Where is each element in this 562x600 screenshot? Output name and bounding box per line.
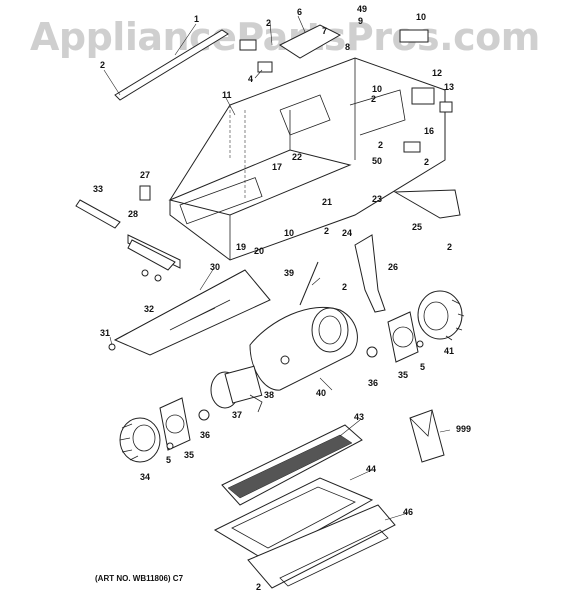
- callout-5: 5: [166, 455, 171, 465]
- callout-9: 9: [358, 16, 363, 26]
- callout-22: 22: [292, 152, 302, 162]
- callout-27: 27: [140, 170, 150, 180]
- left-small-parts: [75, 185, 181, 282]
- callout-43: 43: [354, 412, 364, 422]
- callout-37: 37: [232, 410, 242, 420]
- callout-39: 39: [284, 268, 294, 278]
- blower-wheel-left: [119, 417, 161, 463]
- callout-13: 13: [444, 82, 454, 92]
- scroll-plate-left: [159, 397, 191, 451]
- callout-10: 10: [416, 12, 426, 22]
- callout-1: 1: [194, 14, 199, 24]
- callout-20: 20: [254, 246, 264, 256]
- callout-44: 44: [366, 464, 376, 474]
- rod: [299, 261, 319, 306]
- callout-32: 32: [144, 304, 154, 314]
- callout-2: 2: [100, 60, 105, 70]
- callout-11: 11: [222, 90, 232, 100]
- leader-lines: [103, 15, 451, 521]
- grommet-left: [198, 409, 210, 421]
- callout-49: 49: [357, 4, 367, 14]
- glass-panel: [113, 269, 271, 356]
- callout-2: 2: [324, 226, 329, 236]
- bottom-frame: [213, 477, 374, 561]
- watermark-text: AppliancePartsPros.com: [30, 15, 540, 59]
- callout-31: 31: [100, 328, 110, 338]
- callout-999: 999: [456, 424, 471, 434]
- callout-10: 10: [284, 228, 294, 238]
- callout-2: 2: [371, 94, 376, 104]
- callout-46: 46: [403, 507, 413, 517]
- scroll-plate-right: [387, 311, 424, 363]
- callout-2: 2: [256, 582, 261, 592]
- callout-33: 33: [93, 184, 103, 194]
- callout-21: 21: [322, 197, 332, 207]
- callout-10: 10: [372, 84, 382, 94]
- callout-40: 40: [316, 388, 326, 398]
- callout-2: 2: [424, 157, 429, 167]
- callout-19: 19: [236, 242, 246, 252]
- side-bracket: [354, 234, 386, 313]
- callout-24: 24: [342, 228, 352, 238]
- callout-2: 2: [447, 242, 452, 252]
- callout-8: 8: [345, 42, 350, 52]
- callout-4: 4: [248, 74, 253, 84]
- callout-36: 36: [368, 378, 378, 388]
- callout-35: 35: [184, 450, 194, 460]
- callout-36: 36: [200, 430, 210, 440]
- front-trim: [247, 504, 396, 589]
- blower-wheel-right: [417, 290, 465, 341]
- callout-6: 6: [297, 7, 302, 17]
- callout-30: 30: [210, 262, 220, 272]
- callout-12: 12: [432, 68, 442, 78]
- callout-34: 34: [140, 472, 150, 482]
- blower-housing: [249, 306, 358, 391]
- callout-2: 2: [378, 140, 383, 150]
- right-plate: [393, 189, 461, 219]
- callout-41: 41: [444, 346, 454, 356]
- upper-bracket-assembly: [239, 24, 453, 153]
- grommet-right: [366, 346, 378, 358]
- chassis-frame: [168, 57, 446, 261]
- callout-2: 2: [266, 18, 271, 28]
- callout-25: 25: [412, 222, 422, 232]
- top-rail: [114, 29, 229, 101]
- callout-23: 23: [372, 194, 382, 204]
- art-number: (ART NO. WB11806) C7: [95, 574, 184, 583]
- callout-17: 17: [272, 162, 282, 172]
- grease-filter: [221, 424, 363, 506]
- callout-38: 38: [264, 390, 274, 400]
- blower-motor: [210, 365, 263, 413]
- callout-16: 16: [424, 126, 434, 136]
- callout-26: 26: [388, 262, 398, 272]
- callout-50: 50: [372, 156, 382, 166]
- callout-7: 7: [322, 26, 327, 36]
- callout-2: 2: [342, 282, 347, 292]
- callout-35: 35: [398, 370, 408, 380]
- callout-5: 5: [420, 362, 425, 372]
- callout-labels: 1 2 2 6 7 8 49 9 10 4 11 10 2 12 13 16 2…: [93, 4, 471, 592]
- callout-28: 28: [128, 209, 138, 219]
- literature-envelope: [409, 409, 445, 463]
